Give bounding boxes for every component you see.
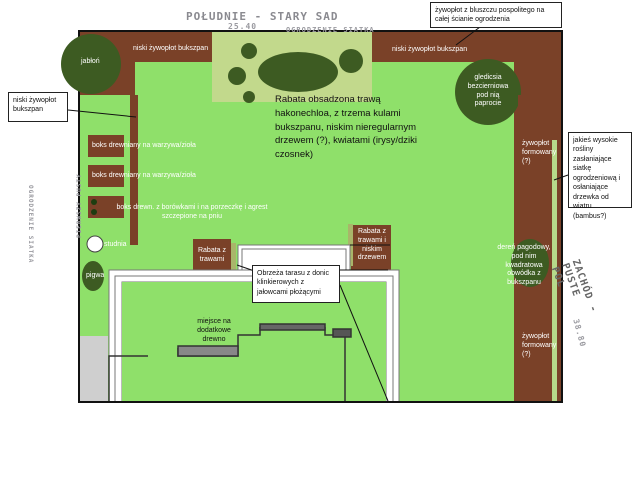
plot-outline-bottom — [79, 401, 563, 403]
well-label: studnia — [104, 241, 127, 248]
south-fence-label: OGRODZENIE SIATKA — [286, 26, 375, 34]
terrace-edge-left — [231, 243, 236, 295]
berry-box-label: boks drewn. z borówkami i na porzeczkę i… — [116, 204, 268, 220]
dogwood-label: dereń pagodowy, pod nim kwadratowa obwód… — [497, 244, 551, 286]
rabata-right-square — [351, 225, 391, 273]
south-heading: POŁUDNIE - STARY SAD — [186, 10, 339, 23]
paving-left-2 — [80, 336, 108, 402]
berry-box — [88, 196, 124, 218]
apple-label: jabłoń — [81, 58, 100, 65]
rabata-shrub-3 — [339, 49, 363, 73]
berry-bush-2 — [91, 209, 97, 215]
rabata-shrub-1 — [228, 67, 246, 85]
well — [86, 235, 104, 253]
hedge-top-right-label: niski żywopłot bukszpan — [392, 46, 468, 53]
veg-box-1 — [88, 135, 124, 157]
hedge-row-right-2 — [518, 305, 544, 400]
dogwood-tree — [511, 239, 549, 287]
ivy-callout: żywopłot z bluszczu pospolitego na całej… — [430, 2, 562, 28]
hedge-row-left — [130, 95, 138, 245]
house-walls — [108, 323, 352, 402]
hedge-right-top-label: żywopłot formowany (?) — [522, 140, 557, 165]
rabata-left-square — [193, 239, 231, 273]
gleditsia-tree — [455, 59, 521, 125]
hedge-row-right-1 — [518, 95, 544, 225]
west-neighbour-label: PIERWSZY PUSTY — [76, 173, 83, 238]
hedge-right-bottom-label: żywopłot formowany (?) — [522, 333, 557, 358]
bottom-mask — [0, 403, 639, 480]
veg-box-2-label: boks drewniany na warzywa/zioła — [92, 172, 196, 179]
quince-tree — [82, 261, 104, 291]
veg-box-1-label: boks drewniany na warzywa/zioła — [92, 142, 196, 149]
apple-tree — [61, 34, 121, 94]
rabata-shrub-4 — [243, 91, 255, 103]
berry-bush-1 — [91, 199, 97, 205]
rabata-shrub-large — [258, 52, 338, 92]
tall-plants-callout: jakieś wysokie rośliny zasłaniające siat… — [568, 132, 632, 220]
south-dimension: 25.40 — [228, 22, 258, 31]
wood-storage-label: miejsce na dodatkowe drewno — [197, 318, 231, 343]
quince-label: pigwa — [86, 272, 105, 279]
rabata-main-label: Rabata obsadzona trawą hakonechloa, z tr… — [275, 94, 417, 161]
rabata-left-label: Rabata z trawami — [197, 247, 227, 263]
veg-box-2 — [88, 165, 124, 187]
gleditsia-label: gledicsia bezcierniowa pod nią paprocie — [467, 74, 509, 108]
rabata-shrub-2 — [241, 43, 257, 59]
terrace-callout: Obrzeża tarasu z donic klinkierowych z j… — [252, 265, 340, 303]
hedge-top-left-label: niski żywopłot bukszpan — [133, 45, 209, 52]
low-hedge-callout: niski żywopłot bukszpan — [8, 92, 68, 122]
west-fence-label: OGRODZENIE SIATKA — [27, 185, 34, 264]
rabata-right-label: Rabata z trawami i niskim drzewem — [357, 228, 387, 262]
bamboo-strip — [552, 140, 557, 402]
